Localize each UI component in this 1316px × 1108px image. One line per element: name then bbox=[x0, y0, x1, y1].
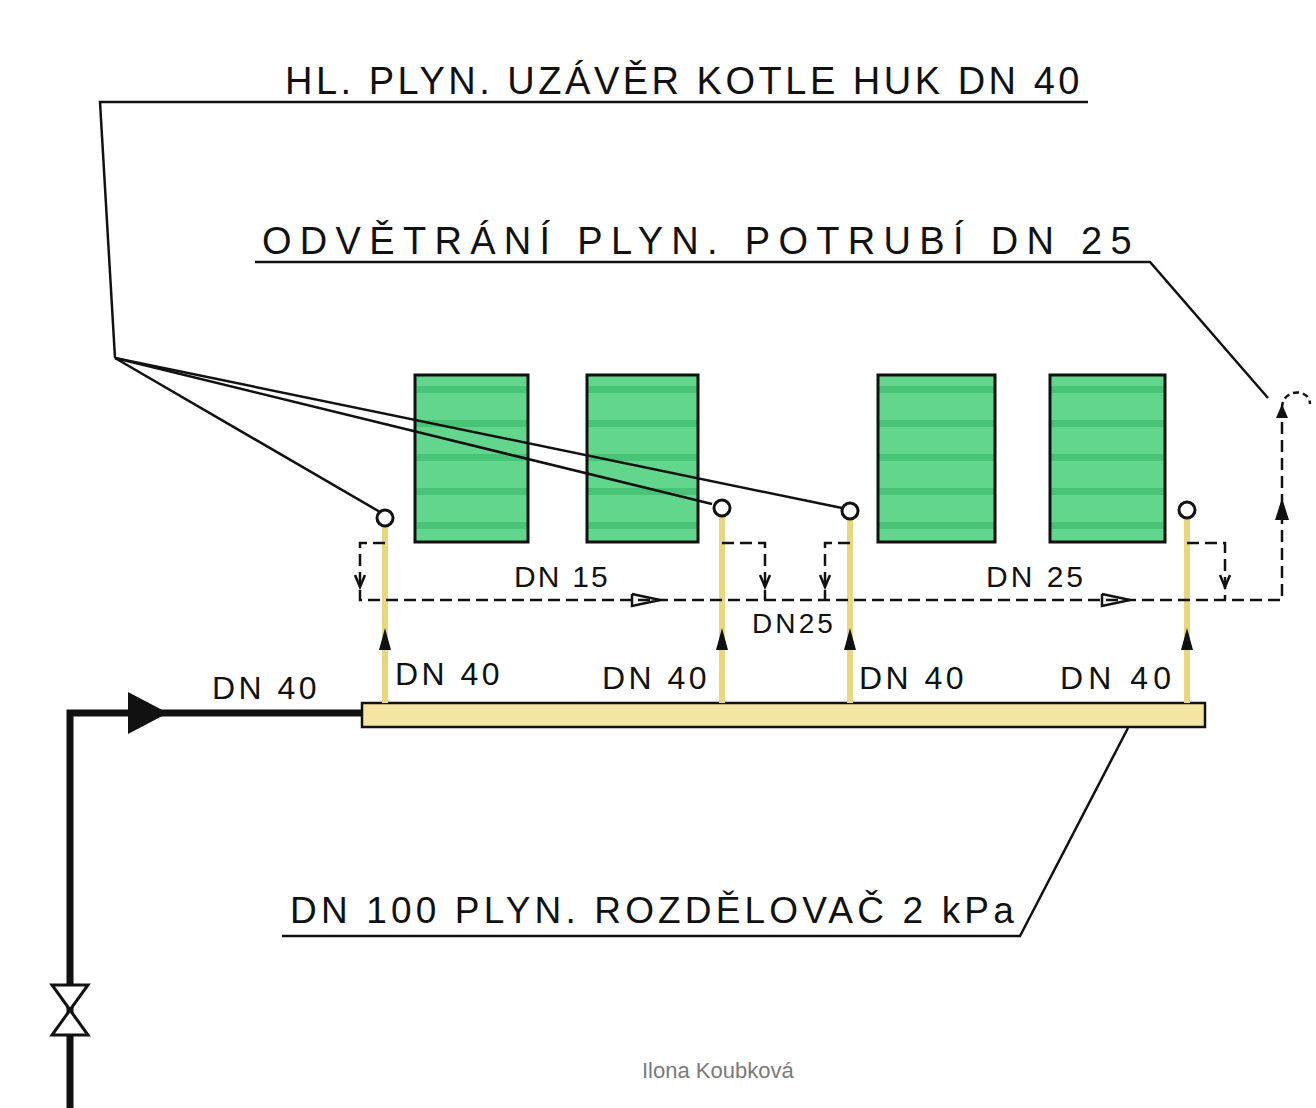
gas-distributor bbox=[362, 703, 1205, 727]
vent-arrow bbox=[1275, 498, 1289, 520]
author-credit: Ilona Koubková bbox=[640, 1060, 796, 1082]
pipe-size: DN 40 bbox=[857, 662, 969, 694]
riser-pipe bbox=[377, 500, 1195, 703]
vent-pipe bbox=[360, 408, 1282, 600]
pipe-size: DN 40 bbox=[1058, 662, 1178, 694]
pipe-size: DN25 bbox=[750, 610, 838, 638]
distributor-note: DN 100 PLYN. ROZDĚLOVAČ 2 kPa bbox=[288, 892, 1020, 929]
pipe-size: DN 15 bbox=[512, 562, 612, 592]
pipe-size: DN 25 bbox=[984, 562, 1088, 592]
pipe-size: DN 40 bbox=[600, 662, 712, 694]
vent-arrow bbox=[355, 392, 1310, 606]
vent-note: ODVĚTRÁNÍ PLYN. POTRUBÍ DN 25 bbox=[260, 222, 1142, 260]
pipe-size: DN 40 bbox=[210, 672, 322, 704]
valve-note: HL. PLYN. UZÁVĚR KOTLE HUK DN 40 bbox=[283, 62, 1085, 100]
pipe-size: DN 40 bbox=[393, 658, 505, 690]
vent-arrow bbox=[1276, 404, 1288, 418]
leader-line bbox=[100, 102, 1268, 936]
